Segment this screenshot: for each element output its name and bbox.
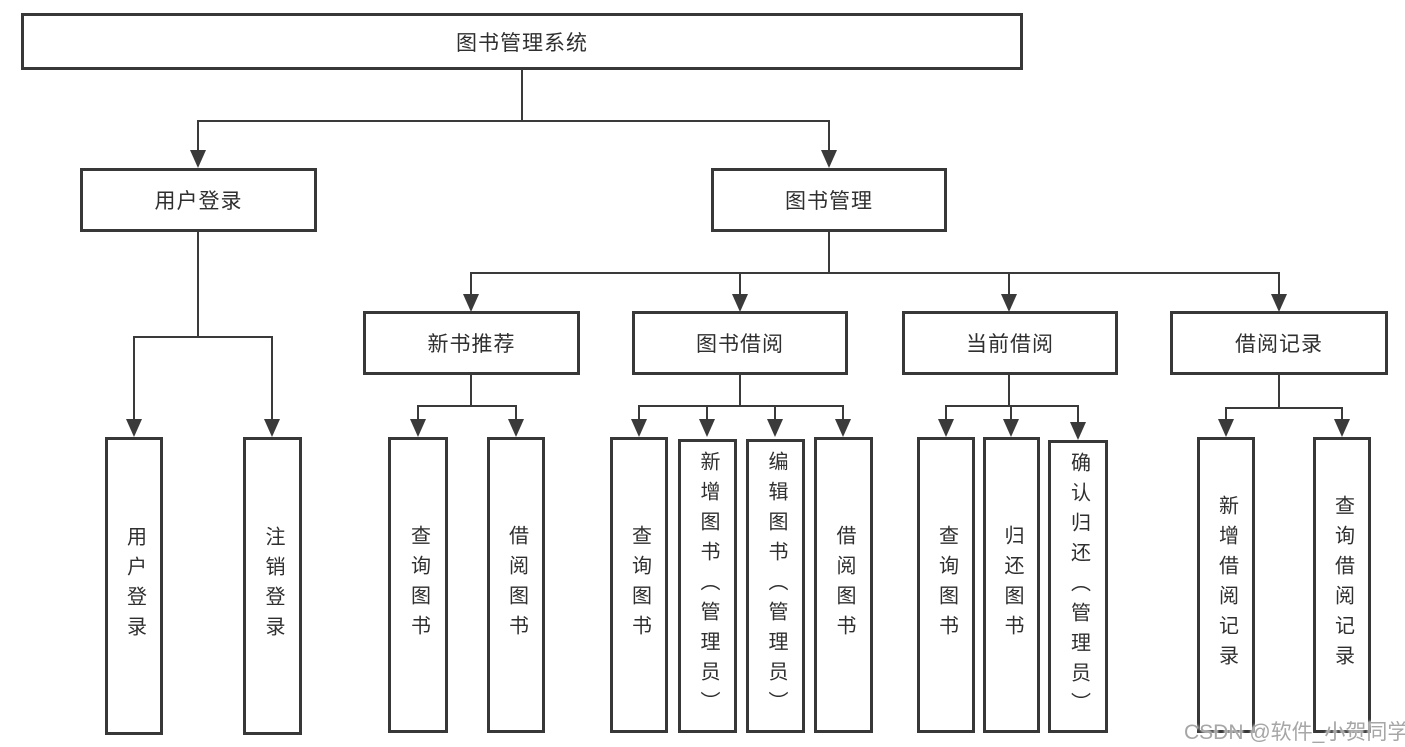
leaf-add-borrow-record: 新增借阅记录 bbox=[1197, 437, 1255, 733]
arrow-down-icon bbox=[410, 419, 426, 437]
node-current-borrowing: 当前借阅 bbox=[902, 311, 1118, 375]
node-current-borrowing-label: 当前借阅 bbox=[966, 333, 1054, 356]
leaf-add-books-admin-label: 新增图书（管理员） bbox=[697, 451, 719, 721]
leaf-query-books-current: 查询图书 bbox=[917, 437, 975, 733]
leaf-user-login: 用户登录 bbox=[105, 437, 163, 735]
leaf-return-books: 归还图书 bbox=[983, 437, 1040, 733]
connector-level2-rail bbox=[197, 120, 830, 122]
connector-book-mgmt-stem bbox=[828, 232, 830, 272]
arrow-down-icon bbox=[1070, 422, 1086, 440]
node-root-label: 图书管理系统 bbox=[456, 31, 588, 55]
connector-level3-drop bbox=[470, 272, 472, 294]
leaf-borrow-books-recommend: 借阅图书 bbox=[487, 437, 545, 733]
connector-leaf-drop bbox=[638, 405, 640, 419]
leaf-query-borrow-record: 查询借阅记录 bbox=[1313, 437, 1371, 733]
leaf-logout: 注销登录 bbox=[243, 437, 302, 735]
leaf-confirm-return-admin-label: 确认归还（管理员） bbox=[1067, 451, 1090, 722]
node-book-borrowing-label: 图书借阅 bbox=[696, 333, 784, 356]
connector-recommend-stem bbox=[470, 375, 472, 405]
connector-user-login-drop bbox=[197, 120, 199, 152]
node-book-management: 图书管理 bbox=[711, 168, 947, 232]
connector-leaf-drop bbox=[1010, 405, 1012, 419]
connector-leaf-drop bbox=[1077, 405, 1079, 422]
connector-user-login-rail bbox=[133, 336, 273, 338]
arrow-down-icon bbox=[190, 150, 206, 168]
connector-level3-drop bbox=[739, 272, 741, 294]
arrow-down-icon bbox=[126, 419, 142, 437]
leaf-query-borrow-record-label: 查询借阅记录 bbox=[1331, 495, 1354, 675]
connector-leaf-drop bbox=[515, 405, 517, 419]
node-borrowing-records-label: 借阅记录 bbox=[1235, 333, 1323, 356]
connector-user-login-stem bbox=[197, 232, 199, 336]
node-root: 图书管理系统 bbox=[21, 13, 1023, 70]
node-user-login-label: 用户登录 bbox=[154, 190, 243, 213]
connector-leaf-drop bbox=[1225, 407, 1227, 419]
connector-leaf-drop bbox=[417, 405, 419, 419]
leaf-user-login-label: 用户登录 bbox=[123, 526, 146, 646]
connector-borrowing-rail bbox=[638, 405, 844, 407]
arrow-down-icon bbox=[264, 419, 280, 437]
leaf-edit-books-admin-label: 编辑图书（管理员） bbox=[765, 451, 787, 721]
node-new-book-recommend: 新书推荐 bbox=[363, 311, 580, 375]
arrow-down-icon bbox=[732, 294, 748, 312]
leaf-borrow-books-recommend-label: 借阅图书 bbox=[505, 525, 528, 645]
leaf-borrow-books: 借阅图书 bbox=[814, 437, 873, 733]
leaf-query-books-recommend: 查询图书 bbox=[388, 437, 448, 733]
connector-leaf-drop bbox=[842, 405, 844, 419]
arrow-down-icon bbox=[1003, 419, 1019, 437]
connector-leaf-drop bbox=[774, 405, 776, 419]
connector-level3-drop bbox=[1278, 272, 1280, 294]
leaf-query-books-current-label: 查询图书 bbox=[935, 525, 958, 645]
leaf-query-books-borrowing: 查询图书 bbox=[610, 437, 668, 733]
connector-borrowing-stem bbox=[739, 375, 741, 405]
csdn-watermark: CSDN @软件_小贺同学 bbox=[1184, 721, 1405, 744]
connector-level3-rail bbox=[470, 272, 1280, 274]
node-user-login: 用户登录 bbox=[80, 168, 317, 232]
arrow-down-icon bbox=[463, 294, 479, 312]
leaf-return-books-label: 归还图书 bbox=[1001, 525, 1023, 645]
connector-records-rail bbox=[1225, 407, 1343, 409]
arrow-down-icon bbox=[821, 150, 837, 168]
connector-book-mgmt-drop bbox=[828, 120, 830, 152]
leaf-confirm-return-admin: 确认归还（管理员） bbox=[1048, 440, 1108, 733]
leaf-logout-label: 注销登录 bbox=[262, 526, 284, 646]
node-book-management-label: 图书管理 bbox=[785, 190, 873, 213]
arrow-down-icon bbox=[1218, 419, 1234, 437]
connector-leaf-drop bbox=[271, 336, 273, 419]
connector-leaf-drop bbox=[945, 405, 947, 419]
connector-root-stem bbox=[521, 69, 523, 120]
node-new-book-recommend-label: 新书推荐 bbox=[427, 333, 516, 356]
leaf-add-borrow-record-label: 新增借阅记录 bbox=[1215, 495, 1238, 675]
arrow-down-icon bbox=[767, 419, 783, 437]
node-borrowing-records: 借阅记录 bbox=[1170, 311, 1388, 375]
connector-level3-drop bbox=[1008, 272, 1010, 294]
leaf-edit-books-admin: 编辑图书（管理员） bbox=[746, 439, 805, 733]
arrow-down-icon bbox=[1001, 294, 1017, 312]
connector-leaf-drop bbox=[706, 405, 708, 419]
connector-current-stem bbox=[1008, 375, 1010, 405]
leaf-query-books-recommend-label: 查询图书 bbox=[407, 525, 430, 645]
leaf-add-books-admin: 新增图书（管理员） bbox=[678, 439, 737, 733]
connector-recommend-rail bbox=[417, 405, 517, 407]
arrow-down-icon bbox=[938, 419, 954, 437]
connector-leaf-drop bbox=[1341, 407, 1343, 419]
arrow-down-icon bbox=[1334, 419, 1350, 437]
connector-leaf-drop bbox=[133, 336, 135, 419]
arrow-down-icon bbox=[1271, 294, 1287, 312]
node-book-borrowing: 图书借阅 bbox=[632, 311, 848, 375]
arrow-down-icon bbox=[508, 419, 524, 437]
leaf-query-books-borrowing-label: 查询图书 bbox=[628, 525, 651, 645]
connector-records-stem bbox=[1278, 375, 1280, 407]
arrow-down-icon bbox=[631, 419, 647, 437]
leaf-borrow-books-label: 借阅图书 bbox=[833, 525, 855, 645]
arrow-down-icon bbox=[699, 419, 715, 437]
arrow-down-icon bbox=[835, 419, 851, 437]
